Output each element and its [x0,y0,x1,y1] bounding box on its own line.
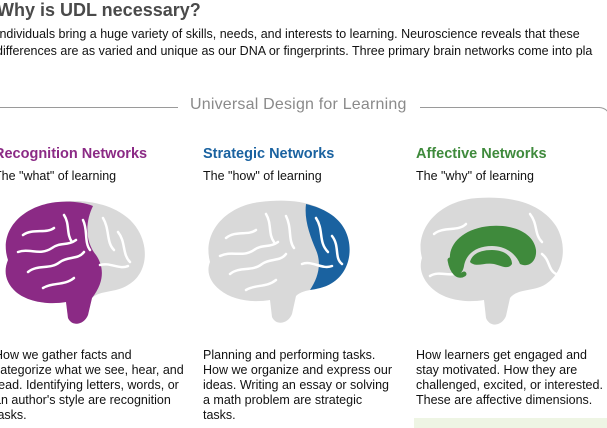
description-line: stay motivated. How they are [416,363,578,377]
recognition-network-title: Recognition Networks [0,146,148,162]
recognition-network-description: How we gather facts and categorize what … [0,348,194,423]
affective-network-column: Affective Networks The "why" of learning… [416,146,603,407]
udl-divider-left [0,107,178,108]
intro-line: differences are as varied and unique as … [0,44,593,58]
udl-heading: Universal Design for Learning [190,96,407,113]
description-line: read. Identifying letters, words, or [0,378,179,392]
description-line: an author's style are recognition [0,393,171,407]
affective-network-subtitle: The "why" of learning [416,169,534,183]
recognition-brain-icon [5,200,145,324]
description-line: challenged, excited, or interested. [416,378,603,392]
strategic-network-title: Strategic Networks [203,146,335,162]
affective-callout-box [414,418,607,428]
description-line: tasks. [203,408,236,422]
strategic-network-column: Strategic Networks The "how" of learning… [203,146,392,422]
affective-brain-icon [420,197,563,325]
udl-divider-right [420,107,600,108]
page-title: Why is UDL necessary? [0,0,201,20]
description-line: These are affective dimensions. [416,393,593,407]
udl-divider-corner [590,107,607,124]
description-line: How we organize and express our [203,363,392,377]
description-line: tasks. [0,408,27,422]
intro-paragraph: Individuals bring a huge variety of skil… [0,26,607,60]
affective-network-description: How learners get engaged and stay motiva… [416,348,607,408]
strategic-brain-icon [208,200,350,323]
recognition-network-subtitle: The "what" of learning [0,169,117,183]
description-line: ideas. Writing an essay or solving [203,378,389,392]
description-line: categorize what we see, hear, and [0,363,184,377]
description-line: How we gather facts and [0,348,132,362]
affective-network-title: Affective Networks [416,146,547,162]
recognition-network-column: Recognition Networks The "what" of learn… [0,146,184,422]
strategic-network-subtitle: The "how" of learning [203,169,322,183]
description-line: a math problem are strategic [203,393,363,407]
description-line: How learners get engaged and [416,348,587,362]
intro-line: Individuals bring a huge variety of skil… [0,27,580,41]
description-line: Planning and performing tasks. [203,348,376,362]
strategic-network-description: Planning and performing tasks. How we or… [203,348,403,423]
